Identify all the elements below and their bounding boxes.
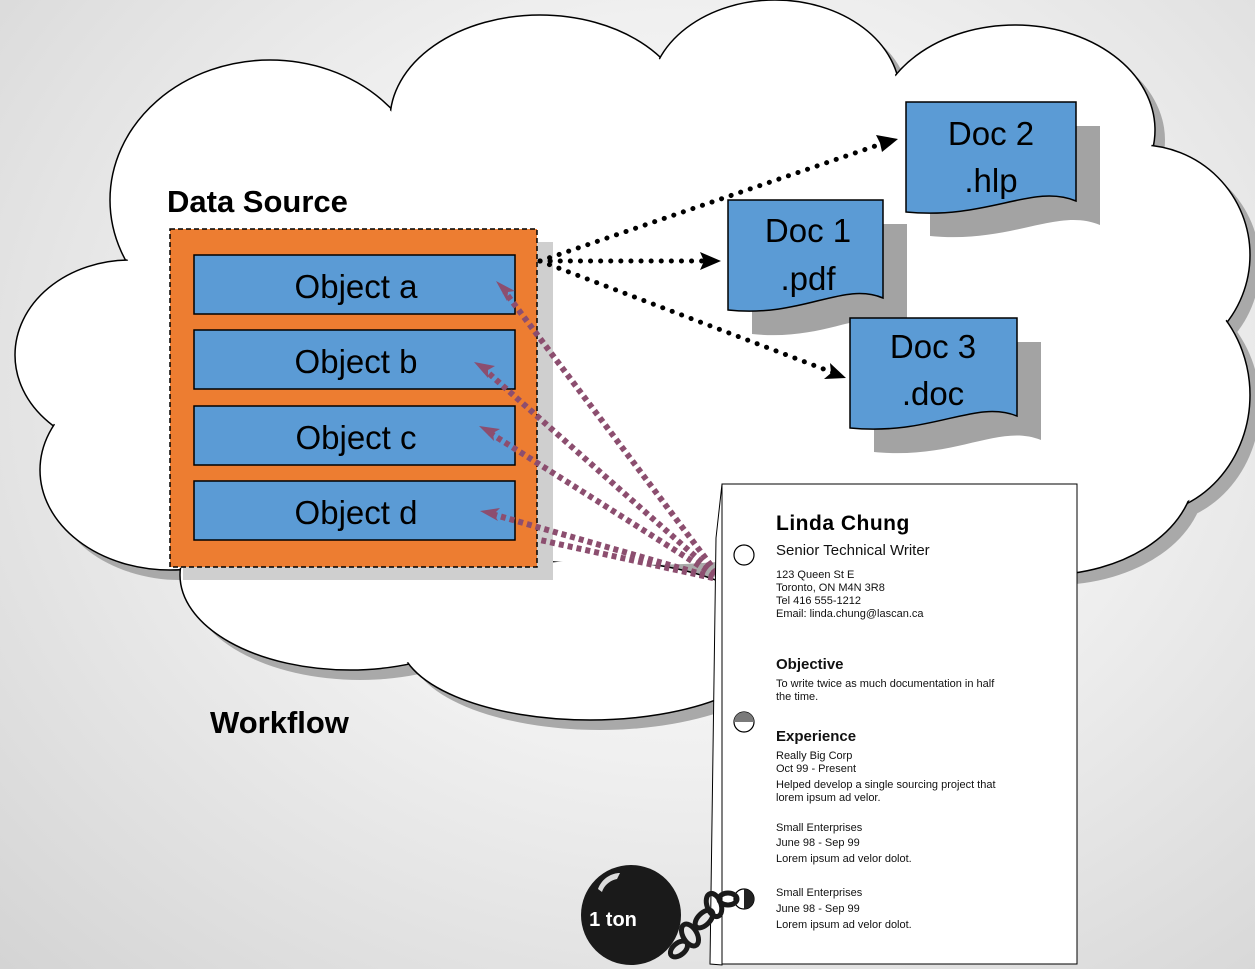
doc-2-ext: .hlp — [964, 162, 1017, 199]
weight-label: 1 ton — [589, 909, 637, 931]
arrow-to-doc3 — [537, 258, 837, 376]
objective-heading: Objective — [776, 656, 844, 673]
link-to-object-b — [483, 367, 724, 583]
link-arrowheads — [474, 281, 515, 521]
job-1-desc-2: lorem ipsum ad velor. — [776, 792, 881, 804]
link-to-source-edge — [539, 537, 723, 583]
object-b-label: Object b — [295, 343, 418, 380]
resume-address-2: Toronto, ON M4N 3R8 — [776, 582, 885, 594]
doc-1-ext: .pdf — [780, 260, 836, 297]
output-arrows — [537, 140, 887, 376]
resume-title: Senior Technical Writer — [776, 542, 930, 559]
objective-line-1: To write twice as much documentation in … — [776, 678, 995, 690]
job-1-dates: Oct 99 - Present — [776, 763, 856, 775]
job-3-company: Small Enterprises — [776, 887, 863, 899]
doc-1: Doc 1 .pdf — [727, 199, 907, 336]
binder-holes — [733, 544, 755, 910]
doc-3: Doc 3 .doc — [849, 317, 1041, 454]
chain-icon — [667, 890, 740, 960]
doc-1-name: Doc 1 — [765, 212, 851, 249]
resume-email: Email: linda.chung@lascan.ca — [776, 608, 924, 620]
page-curl — [709, 483, 723, 966]
job-3-desc: Lorem ipsum ad velor dolot. — [776, 919, 912, 931]
doc-2-name: Doc 2 — [948, 115, 1034, 152]
object-c-label: Object c — [295, 419, 416, 456]
link-to-object-a — [502, 290, 725, 582]
doc-2: Doc 2 .hlp — [905, 101, 1100, 238]
output-arrowheads — [700, 135, 898, 379]
ball-and-chain: 1 ton — [581, 865, 740, 965]
ball-highlight — [598, 873, 620, 892]
job-1-desc-1: Helped develop a single sourcing project… — [776, 779, 996, 791]
binder-hole-top — [733, 544, 755, 566]
resume-content: Linda Chung Senior Technical Writer 123 … — [776, 512, 996, 931]
objective-line-2: the time. — [776, 691, 818, 703]
job-2-desc: Lorem ipsum ad velor dolot. — [776, 853, 912, 865]
job-2-company: Small Enterprises — [776, 822, 863, 834]
object-b: Object b — [193, 329, 516, 390]
resume-page — [721, 483, 1078, 965]
object-a-label: Object a — [295, 268, 419, 305]
doc-3-ext: .doc — [902, 375, 964, 412]
resume-name: Linda Chung — [776, 512, 910, 535]
object-d-label: Object d — [295, 494, 418, 531]
data-source-label: Data Source — [167, 184, 348, 219]
experience-heading: Experience — [776, 728, 856, 745]
job-3-dates: June 98 - Sep 99 — [776, 903, 860, 915]
resume-address-1: 123 Queen St E — [776, 569, 854, 581]
link-to-object-c — [488, 430, 724, 583]
weight-ball-icon — [581, 865, 681, 965]
object-a: Object a — [193, 254, 516, 315]
link-arrows — [483, 290, 725, 583]
job-1-company: Really Big Corp — [776, 750, 852, 762]
object-c: Object c — [193, 405, 516, 466]
doc-3-name: Doc 3 — [890, 328, 976, 365]
job-2-dates: June 98 - Sep 99 — [776, 837, 860, 849]
object-d: Object d — [193, 480, 516, 541]
arrow-to-doc2 — [537, 140, 887, 264]
resume-phone: Tel 416 555-1212 — [776, 595, 861, 607]
workflow-label: Workflow — [210, 705, 350, 740]
